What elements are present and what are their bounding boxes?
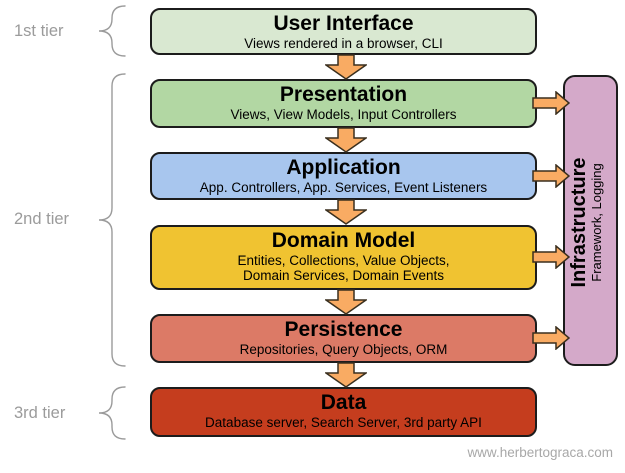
down-arrow-icon bbox=[325, 127, 367, 153]
infrastructure-title: Infrastructure bbox=[568, 157, 590, 288]
tier-label-2: 2nd tier bbox=[14, 210, 70, 228]
brace-tier-3 bbox=[98, 386, 126, 440]
layer-box-domain-model: Domain Model Entities, Collections, Valu… bbox=[150, 225, 537, 290]
layer-title: Presentation bbox=[279, 83, 408, 106]
right-arrow-icon bbox=[532, 326, 570, 350]
layer-subtitle: App. Controllers, App. Services, Event L… bbox=[199, 179, 488, 195]
layer-title: Data bbox=[320, 391, 367, 414]
layer-subtitle: Entities, Collections, Value Objects, Do… bbox=[237, 252, 450, 284]
layer-title: User Interface bbox=[273, 12, 414, 35]
infrastructure-box: Infrastructure Framework, Logging bbox=[563, 75, 618, 366]
layer-title: Persistence bbox=[284, 318, 403, 341]
right-arrow-icon bbox=[532, 164, 570, 188]
layer-title: Domain Model bbox=[271, 229, 416, 252]
layer-box-presentation: Presentation Views, View Models, Input C… bbox=[150, 79, 537, 128]
right-arrow-icon bbox=[532, 91, 570, 115]
down-arrow-icon bbox=[325, 289, 367, 315]
layer-box-user-interface: User Interface Views rendered in a brows… bbox=[150, 8, 537, 55]
layer-subtitle: Database server, Search Server, 3rd part… bbox=[205, 414, 482, 430]
layer-box-application: Application App. Controllers, App. Servi… bbox=[150, 152, 537, 200]
watermark-url: www.herbertograca.com bbox=[467, 445, 613, 460]
brace-tier-1 bbox=[98, 5, 126, 57]
down-arrow-icon bbox=[325, 362, 367, 388]
tier-label-1: 1st tier bbox=[14, 22, 64, 40]
infrastructure-rotated-text: Infrastructure Framework, Logging bbox=[565, 77, 620, 368]
layer-subtitle: Views, View Models, Input Controllers bbox=[230, 106, 457, 122]
right-arrow-icon bbox=[532, 245, 570, 269]
layer-box-data: Data Database server, Search Server, 3rd… bbox=[150, 387, 537, 437]
down-arrow-icon bbox=[325, 54, 367, 80]
layer-box-persistence: Persistence Repositories, Query Objects,… bbox=[150, 314, 537, 363]
layer-subtitle: Views rendered in a browser, CLI bbox=[244, 35, 443, 51]
tier-label-3: 3rd tier bbox=[14, 404, 66, 422]
brace-tier-2 bbox=[98, 73, 126, 367]
down-arrow-icon bbox=[325, 199, 367, 225]
layer-subtitle: Repositories, Query Objects, ORM bbox=[239, 341, 448, 357]
layer-title: Application bbox=[286, 156, 401, 179]
infrastructure-subtitle: Framework, Logging bbox=[589, 163, 604, 282]
